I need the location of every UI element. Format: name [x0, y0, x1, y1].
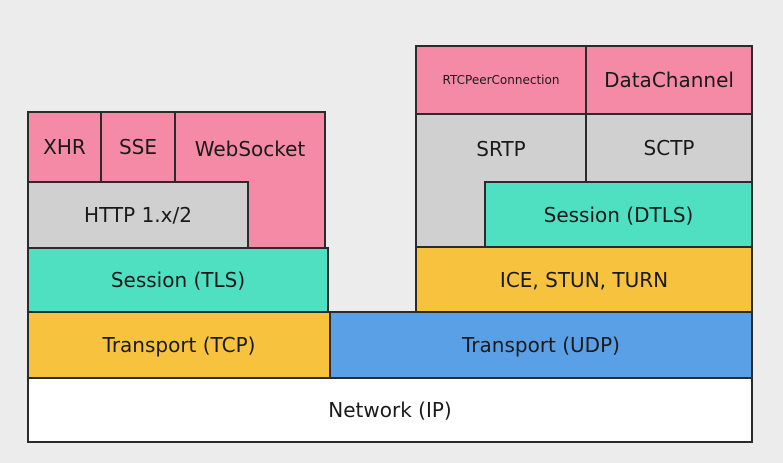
- udp-transport-block: Transport (UDP): [329, 311, 753, 379]
- network-label: Network (IP): [328, 398, 452, 422]
- sctp-label: SCTP: [643, 136, 695, 160]
- xhr-block: XHR: [27, 111, 102, 183]
- http-block: HTTP 1.x/2: [27, 181, 249, 249]
- sctp-block: SCTP: [585, 113, 753, 183]
- tcp-transport-label: Transport (TCP): [102, 333, 256, 357]
- udp-transport-label: Transport (UDP): [462, 333, 620, 357]
- network-block: Network (IP): [27, 377, 753, 443]
- websocket-label: WebSocket: [194, 137, 306, 161]
- sse-label: SSE: [118, 135, 158, 159]
- srtp-label: SRTP: [476, 137, 526, 161]
- rtcpeerconnection-block: RTCPeerConnection: [415, 45, 587, 115]
- ice-stun-turn-label: ICE, STUN, TURN: [499, 267, 669, 292]
- http-label: HTTP 1.x/2: [84, 203, 192, 227]
- dtls-session-block: Session (DTLS): [484, 181, 753, 248]
- tcp-transport-block: Transport (TCP): [27, 311, 331, 379]
- dtls-session-label: Session (DTLS): [543, 202, 694, 227]
- ice-stun-turn-block: ICE, STUN, TURN: [415, 246, 753, 313]
- tls-session-block: Session (TLS): [27, 247, 329, 313]
- xhr-label: XHR: [43, 135, 86, 159]
- datachannel-label: DataChannel: [604, 68, 734, 92]
- datachannel-block: DataChannel: [585, 45, 753, 115]
- rtcpeerconnection-label: RTCPeerConnection: [442, 73, 560, 87]
- sse-block: SSE: [100, 111, 176, 183]
- tls-session-label: Session (TLS): [110, 268, 246, 292]
